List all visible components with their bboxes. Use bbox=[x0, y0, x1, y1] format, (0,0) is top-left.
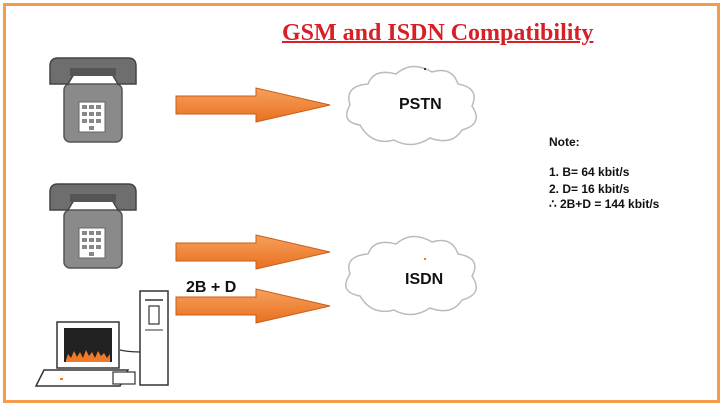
note-line-b: 1. B= 64 kbit/s bbox=[549, 165, 630, 179]
note-box: Note: 1. B= 64 kbit/s 2. D= 16 kbit/s ∴ … bbox=[549, 134, 659, 213]
telephone-icon bbox=[49, 183, 137, 269]
isdn-cloud bbox=[345, 235, 477, 316]
pstn-label: PSTN bbox=[399, 96, 442, 113]
diagram-border bbox=[3, 3, 720, 403]
arrow-computer-to-isdn bbox=[175, 288, 331, 324]
note-heading: Note: bbox=[549, 135, 580, 149]
pstn-cloud bbox=[345, 65, 477, 146]
channel-label: 2B + D bbox=[186, 279, 237, 296]
isdn-label: ISDN bbox=[405, 271, 444, 288]
diagram-title: GSM and ISDN Compatibility bbox=[282, 20, 594, 46]
computer-icon bbox=[34, 290, 169, 387]
telephone-icon bbox=[49, 57, 137, 143]
arrow-phone-to-isdn bbox=[175, 234, 331, 270]
arrow-phone-to-pstn bbox=[175, 87, 331, 123]
note-line-d: 2. D= 16 kbit/s bbox=[549, 182, 630, 196]
note-line-total: ∴ 2B+D = 144 kbit/s bbox=[549, 197, 660, 211]
